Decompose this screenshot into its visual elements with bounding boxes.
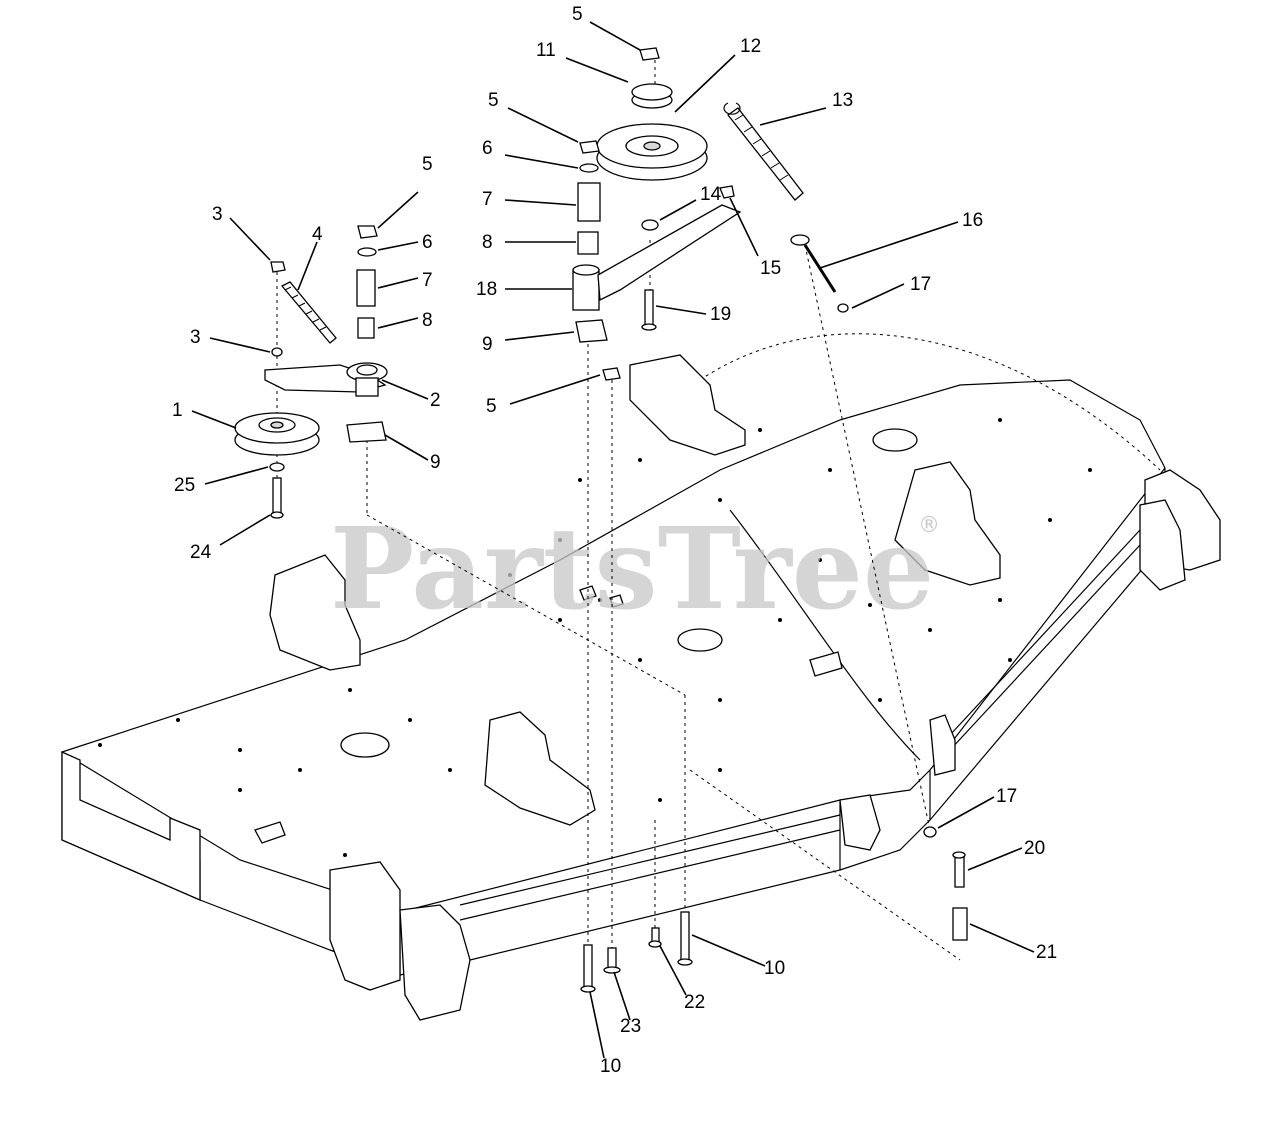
bolt-19 [641, 289, 657, 331]
callout-18: 18 [476, 279, 497, 300]
callout-1: 1 [172, 400, 183, 421]
spacer-7-center [577, 182, 601, 222]
nut-5-top [639, 47, 660, 61]
callout-16: 16 [962, 210, 983, 231]
nut-17-upper [837, 303, 849, 313]
rod-16 [790, 234, 837, 293]
callout-5: 5 [486, 396, 497, 417]
bolt-10-right [677, 911, 693, 966]
nut-17-lower [923, 826, 937, 838]
callout-25: 25 [174, 475, 195, 496]
callout-7: 7 [482, 189, 493, 210]
idler-arm-center [597, 204, 742, 302]
bushing-8-center [577, 231, 599, 255]
mower-deck [61, 333, 1221, 1021]
nut-5-left [357, 225, 378, 239]
callout-10: 10 [764, 958, 785, 979]
callout-17: 17 [910, 274, 931, 295]
callout-8: 8 [422, 310, 433, 331]
callout-2: 2 [430, 390, 441, 411]
callout-19: 19 [710, 304, 731, 325]
spring-4 [280, 281, 337, 344]
callout-9: 9 [430, 452, 441, 473]
callout-5: 5 [572, 4, 583, 25]
callout-11: 11 [536, 40, 556, 61]
callout-17: 17 [996, 786, 1017, 807]
bolt-10-left [580, 944, 596, 993]
bolt-15 [719, 185, 735, 199]
pin-20 [952, 851, 966, 888]
spring-13 [723, 102, 804, 201]
nut-3-lower [271, 347, 283, 357]
bolt-23 [603, 947, 621, 974]
bolt-24 [270, 477, 284, 519]
callout-labels: 5 11 12 5 13 6 7 14 5 3 4 6 8 15 16 7 18… [172, 4, 1057, 1077]
assembly-lines [276, 60, 961, 961]
callout-23: 23 [620, 1016, 641, 1037]
callout-5: 5 [488, 90, 499, 111]
callout-3: 3 [190, 327, 201, 348]
callout-8: 8 [482, 232, 493, 253]
idler-arm-2 [264, 362, 388, 397]
nut-5-lower [602, 367, 621, 381]
callout-7: 7 [422, 270, 433, 291]
pulley-1 [234, 412, 320, 456]
parts [234, 47, 968, 993]
callout-15: 15 [760, 258, 781, 279]
spacer-21 [952, 907, 968, 941]
washer-25 [269, 462, 285, 472]
callout-22: 22 [684, 992, 705, 1013]
callout-14: 14 [700, 184, 722, 205]
callout-10: 10 [600, 1056, 621, 1077]
callout-6: 6 [482, 138, 493, 159]
callout-20: 20 [1024, 838, 1045, 859]
bearing-14 [641, 219, 659, 231]
plate-9-center [575, 319, 608, 343]
callout-12: 12 [740, 36, 761, 57]
bolt-22 [648, 927, 662, 948]
callout-4: 4 [312, 224, 323, 245]
callout-21: 21 [1036, 942, 1057, 963]
bushing-8-left [357, 317, 375, 339]
nut-5-center [579, 140, 600, 154]
callout-9: 9 [482, 334, 493, 355]
cap-11 [631, 83, 673, 109]
plate-9-left [346, 421, 387, 443]
callout-3: 3 [212, 204, 223, 225]
callout-13: 13 [832, 90, 853, 111]
callout-5: 5 [422, 154, 433, 175]
partstree-watermark: PartsTree [330, 504, 934, 635]
callout-24: 24 [190, 542, 212, 563]
callout-6: 6 [422, 232, 433, 253]
washer-6-center [579, 163, 599, 173]
leader-lines [191, 21, 1035, 1059]
pulley-12 [596, 123, 708, 181]
washer-6-left [357, 247, 377, 257]
registered-mark: ® [918, 513, 940, 538]
pivot-18 [572, 264, 600, 311]
nut-3-upper [270, 261, 286, 273]
spacer-7-left [356, 269, 376, 307]
